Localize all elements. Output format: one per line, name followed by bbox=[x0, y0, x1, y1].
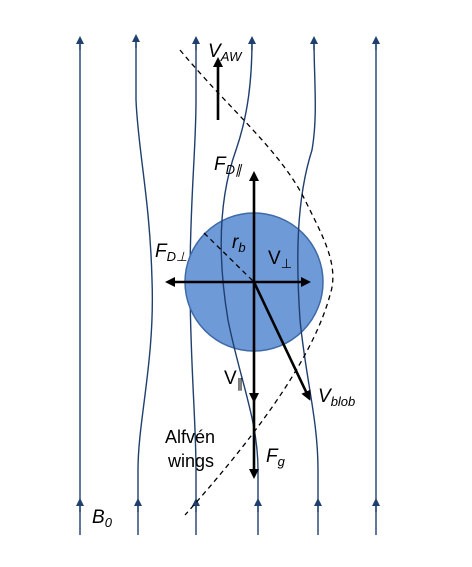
b0-label: B0 bbox=[92, 507, 113, 530]
field-line-5 bbox=[297, 39, 319, 535]
f-d-parallel-label: FD∥ bbox=[214, 154, 243, 177]
labels: VAW FD∥ FD⊥ rb V⊥ V∥ Vblob Alfvén wings … bbox=[92, 41, 355, 530]
v-perp-label: V⊥ bbox=[268, 248, 292, 271]
alfven-wing-curve bbox=[179, 49, 334, 516]
v-blob-arrow bbox=[252, 281, 311, 401]
f-d-perp-label: FD⊥ bbox=[155, 241, 187, 264]
alfven-wings-label-line1: Alfvén bbox=[165, 427, 215, 447]
r-b-label: rb bbox=[232, 232, 246, 255]
field-line-4 bbox=[220, 39, 259, 535]
field-line-2 bbox=[135, 38, 154, 535]
arrows bbox=[165, 57, 311, 479]
v-aw-label: VAW bbox=[208, 41, 243, 64]
v-blob-label: Vblob bbox=[318, 386, 355, 409]
f-g-label: Fg bbox=[266, 446, 286, 469]
alfven-wings-label-line2: wings bbox=[167, 451, 214, 471]
radius-line bbox=[203, 232, 255, 283]
v-parallel-label: V∥ bbox=[224, 368, 243, 391]
magnetic-field-lines-through-blob bbox=[220, 36, 322, 535]
